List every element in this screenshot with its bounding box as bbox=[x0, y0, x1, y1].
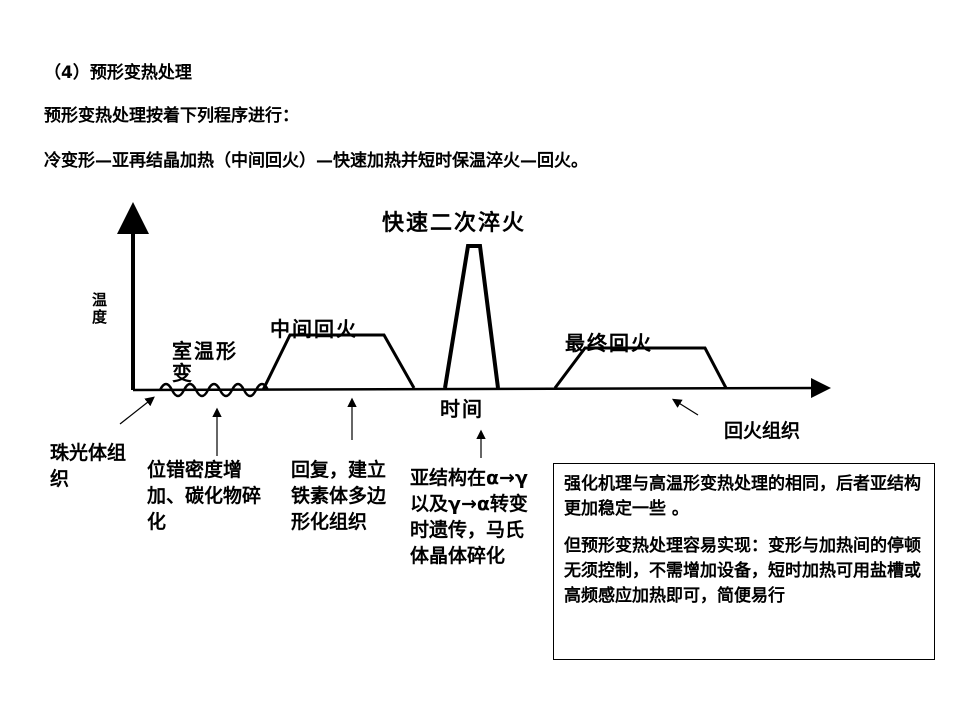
x-axis-label: 时间 bbox=[440, 397, 484, 421]
x-axis bbox=[132, 378, 831, 399]
annotation-substructure: 亚结构在α→γ以及γ→α转变时遗传，马氏体晶体碎化 bbox=[410, 467, 528, 567]
stage-intermediate-label: 中间回火 bbox=[270, 317, 358, 341]
deformation-wave bbox=[158, 382, 270, 398]
note-paragraph-2: 但预形变热处理容易实现：变形与加热间的停顿无须控制，不需增加设备，短时加热可用盐… bbox=[564, 536, 921, 606]
intro-text: 预形变热处理按着下列程序进行： bbox=[44, 106, 299, 126]
note-box: 强化机理与高温形变热处理的相同，后者亚结构更加稳定一些 。 但预形变热处理容易实… bbox=[553, 463, 935, 660]
stage-final-label: 最终回火 bbox=[565, 331, 653, 355]
annotation-pearlite: 珠光体组织 bbox=[50, 442, 127, 490]
note-paragraph-1: 强化机理与高温形变热处理的相同，后者亚结构更加稳定一些 。 bbox=[564, 474, 921, 519]
annotation-recovery: 回复，建立铁素体多边形化组织 bbox=[291, 459, 387, 533]
arrow-pearlite bbox=[119, 396, 155, 425]
annotation-tempered: 回火组织 bbox=[724, 420, 801, 442]
sequence-text: 冷变形—亚再结晶加热（中间回火）—快速加热并短时保温淬火—回火。 bbox=[44, 151, 588, 171]
section-heading: （4）预形变热处理 bbox=[44, 63, 192, 83]
quench-spike bbox=[443, 244, 500, 389]
annotation-dislocation: 位错密度增加、碳化物碎化 bbox=[147, 459, 262, 533]
stage-deform-label: 室温形变 bbox=[172, 339, 238, 385]
arrow-tempered bbox=[671, 398, 699, 416]
y-axis-label: 温度 bbox=[92, 291, 108, 326]
stage-quench-label: 快速二次淬火 bbox=[382, 211, 527, 236]
final-temper-curve bbox=[553, 346, 728, 389]
intermediate-temper-curve bbox=[261, 333, 416, 391]
